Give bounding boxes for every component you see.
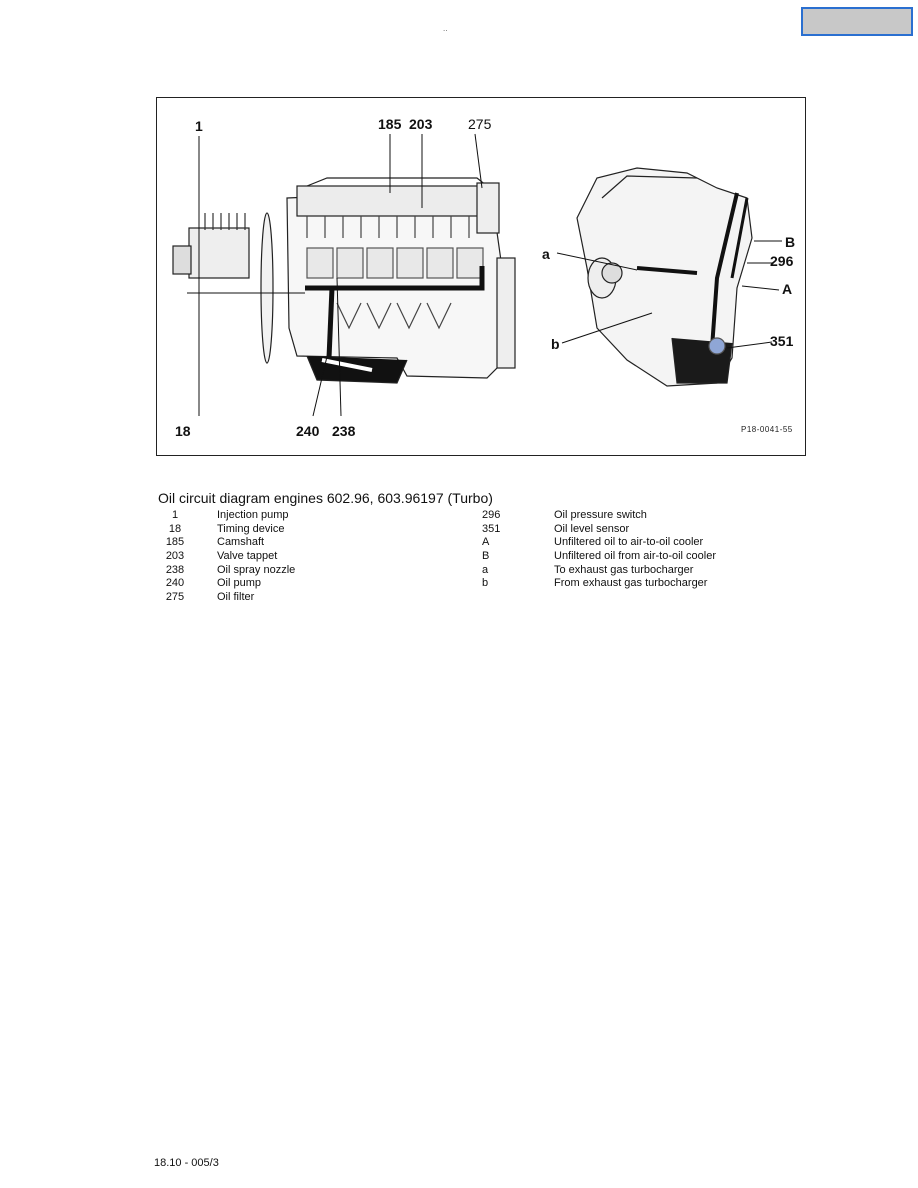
legend-row: a To exhaust gas turbocharger xyxy=(482,564,716,578)
callout-238: 238 xyxy=(332,423,356,439)
legend-number: B xyxy=(482,550,490,563)
legend-label: To exhaust gas turbocharger xyxy=(554,563,694,576)
legend-row: 238 Oil spray nozzle xyxy=(157,564,295,578)
legend-number: 185 xyxy=(165,536,185,549)
legend-number: 275 xyxy=(165,591,185,604)
legend-row: A Unfiltered oil to air-to-oil cooler xyxy=(482,536,716,550)
engine-cross-section-view xyxy=(556,167,782,387)
legend-number: a xyxy=(482,563,489,576)
legend-right: 296 Oil pressure switch 351 Oil level sens… xyxy=(482,509,716,591)
legend-row: 185 Camshaft xyxy=(157,536,295,550)
legend-number: A xyxy=(482,536,490,549)
engine-oil-circuit-figure: 1 185 203 275 18 240 238 a b B 296 A 351… xyxy=(156,97,806,456)
callout-B: B xyxy=(785,234,796,250)
engine-illustration xyxy=(172,133,782,417)
legend-number: 296 xyxy=(482,509,501,521)
legend-number: 203 xyxy=(165,550,185,563)
legend-label: Oil level sensor xyxy=(554,522,630,535)
page-corner-tab xyxy=(801,7,913,36)
legend-row: b From exhaust gas turbocharger xyxy=(482,577,716,591)
legend-number: 18 xyxy=(168,522,182,535)
callout-1: 1 xyxy=(195,118,203,134)
legend-label: From exhaust gas turbocharger xyxy=(554,577,708,590)
callout-240: 240 xyxy=(296,423,320,439)
page-footer: 18.10 - 005/3 xyxy=(154,1157,219,1169)
callout-A: A xyxy=(782,281,793,297)
legend-number: 351 xyxy=(482,522,501,535)
legend-number: b xyxy=(482,577,489,590)
callout-203: 203 xyxy=(409,116,433,132)
legend-label: Injection pump xyxy=(217,509,289,521)
legend-row: B Unfiltered oil from air-to-oil cooler xyxy=(482,550,716,564)
callout-185: 185 xyxy=(378,116,402,132)
legend-label: Valve tappet xyxy=(217,550,278,563)
callout-296: 296 xyxy=(770,253,794,269)
callout-18: 18 xyxy=(175,423,191,439)
callout-275: 275 xyxy=(468,116,492,132)
legend-row: 1 Injection pump xyxy=(157,509,295,523)
legend-label: Timing device xyxy=(217,522,285,535)
legend-label: Oil spray nozzle xyxy=(217,563,296,576)
legend-row: 240 Oil pump xyxy=(157,577,295,591)
engine-side-view xyxy=(172,133,516,417)
legend-left: 1 Injection pump 18 Timing device 185 Camsh… xyxy=(157,509,295,605)
legend-row: 203 Valve tappet xyxy=(157,550,295,564)
legend-label: Oil filter xyxy=(217,591,255,604)
legend-label: Unfiltered oil from air-to-oil cooler xyxy=(554,550,716,563)
legend-row: 275 Oil filter xyxy=(157,591,295,605)
callout-351: 351 xyxy=(770,333,794,349)
legend-label: Oil pump xyxy=(217,577,262,590)
callout-b: b xyxy=(551,336,560,352)
legend-label: Camshaft xyxy=(217,536,265,549)
figure-code: P18-0041-55 xyxy=(741,425,793,434)
page-marker: .. xyxy=(443,24,448,33)
legend-row: 18 Timing device xyxy=(157,523,295,537)
legend-number: 238 xyxy=(165,563,185,576)
legend-number: 1 xyxy=(171,509,179,521)
legend-number: 240 xyxy=(165,577,185,590)
legend-label: Oil pressure switch xyxy=(554,509,647,521)
callout-a: a xyxy=(542,246,550,262)
figure-caption: Oil circuit diagram engines 602.96, 603.… xyxy=(158,490,493,506)
legend-row: 351 Oil level sensor xyxy=(482,523,716,537)
legend-label: Unfiltered oil to air-to-oil cooler xyxy=(554,536,704,549)
legend-row: 296 Oil pressure switch xyxy=(482,509,716,523)
